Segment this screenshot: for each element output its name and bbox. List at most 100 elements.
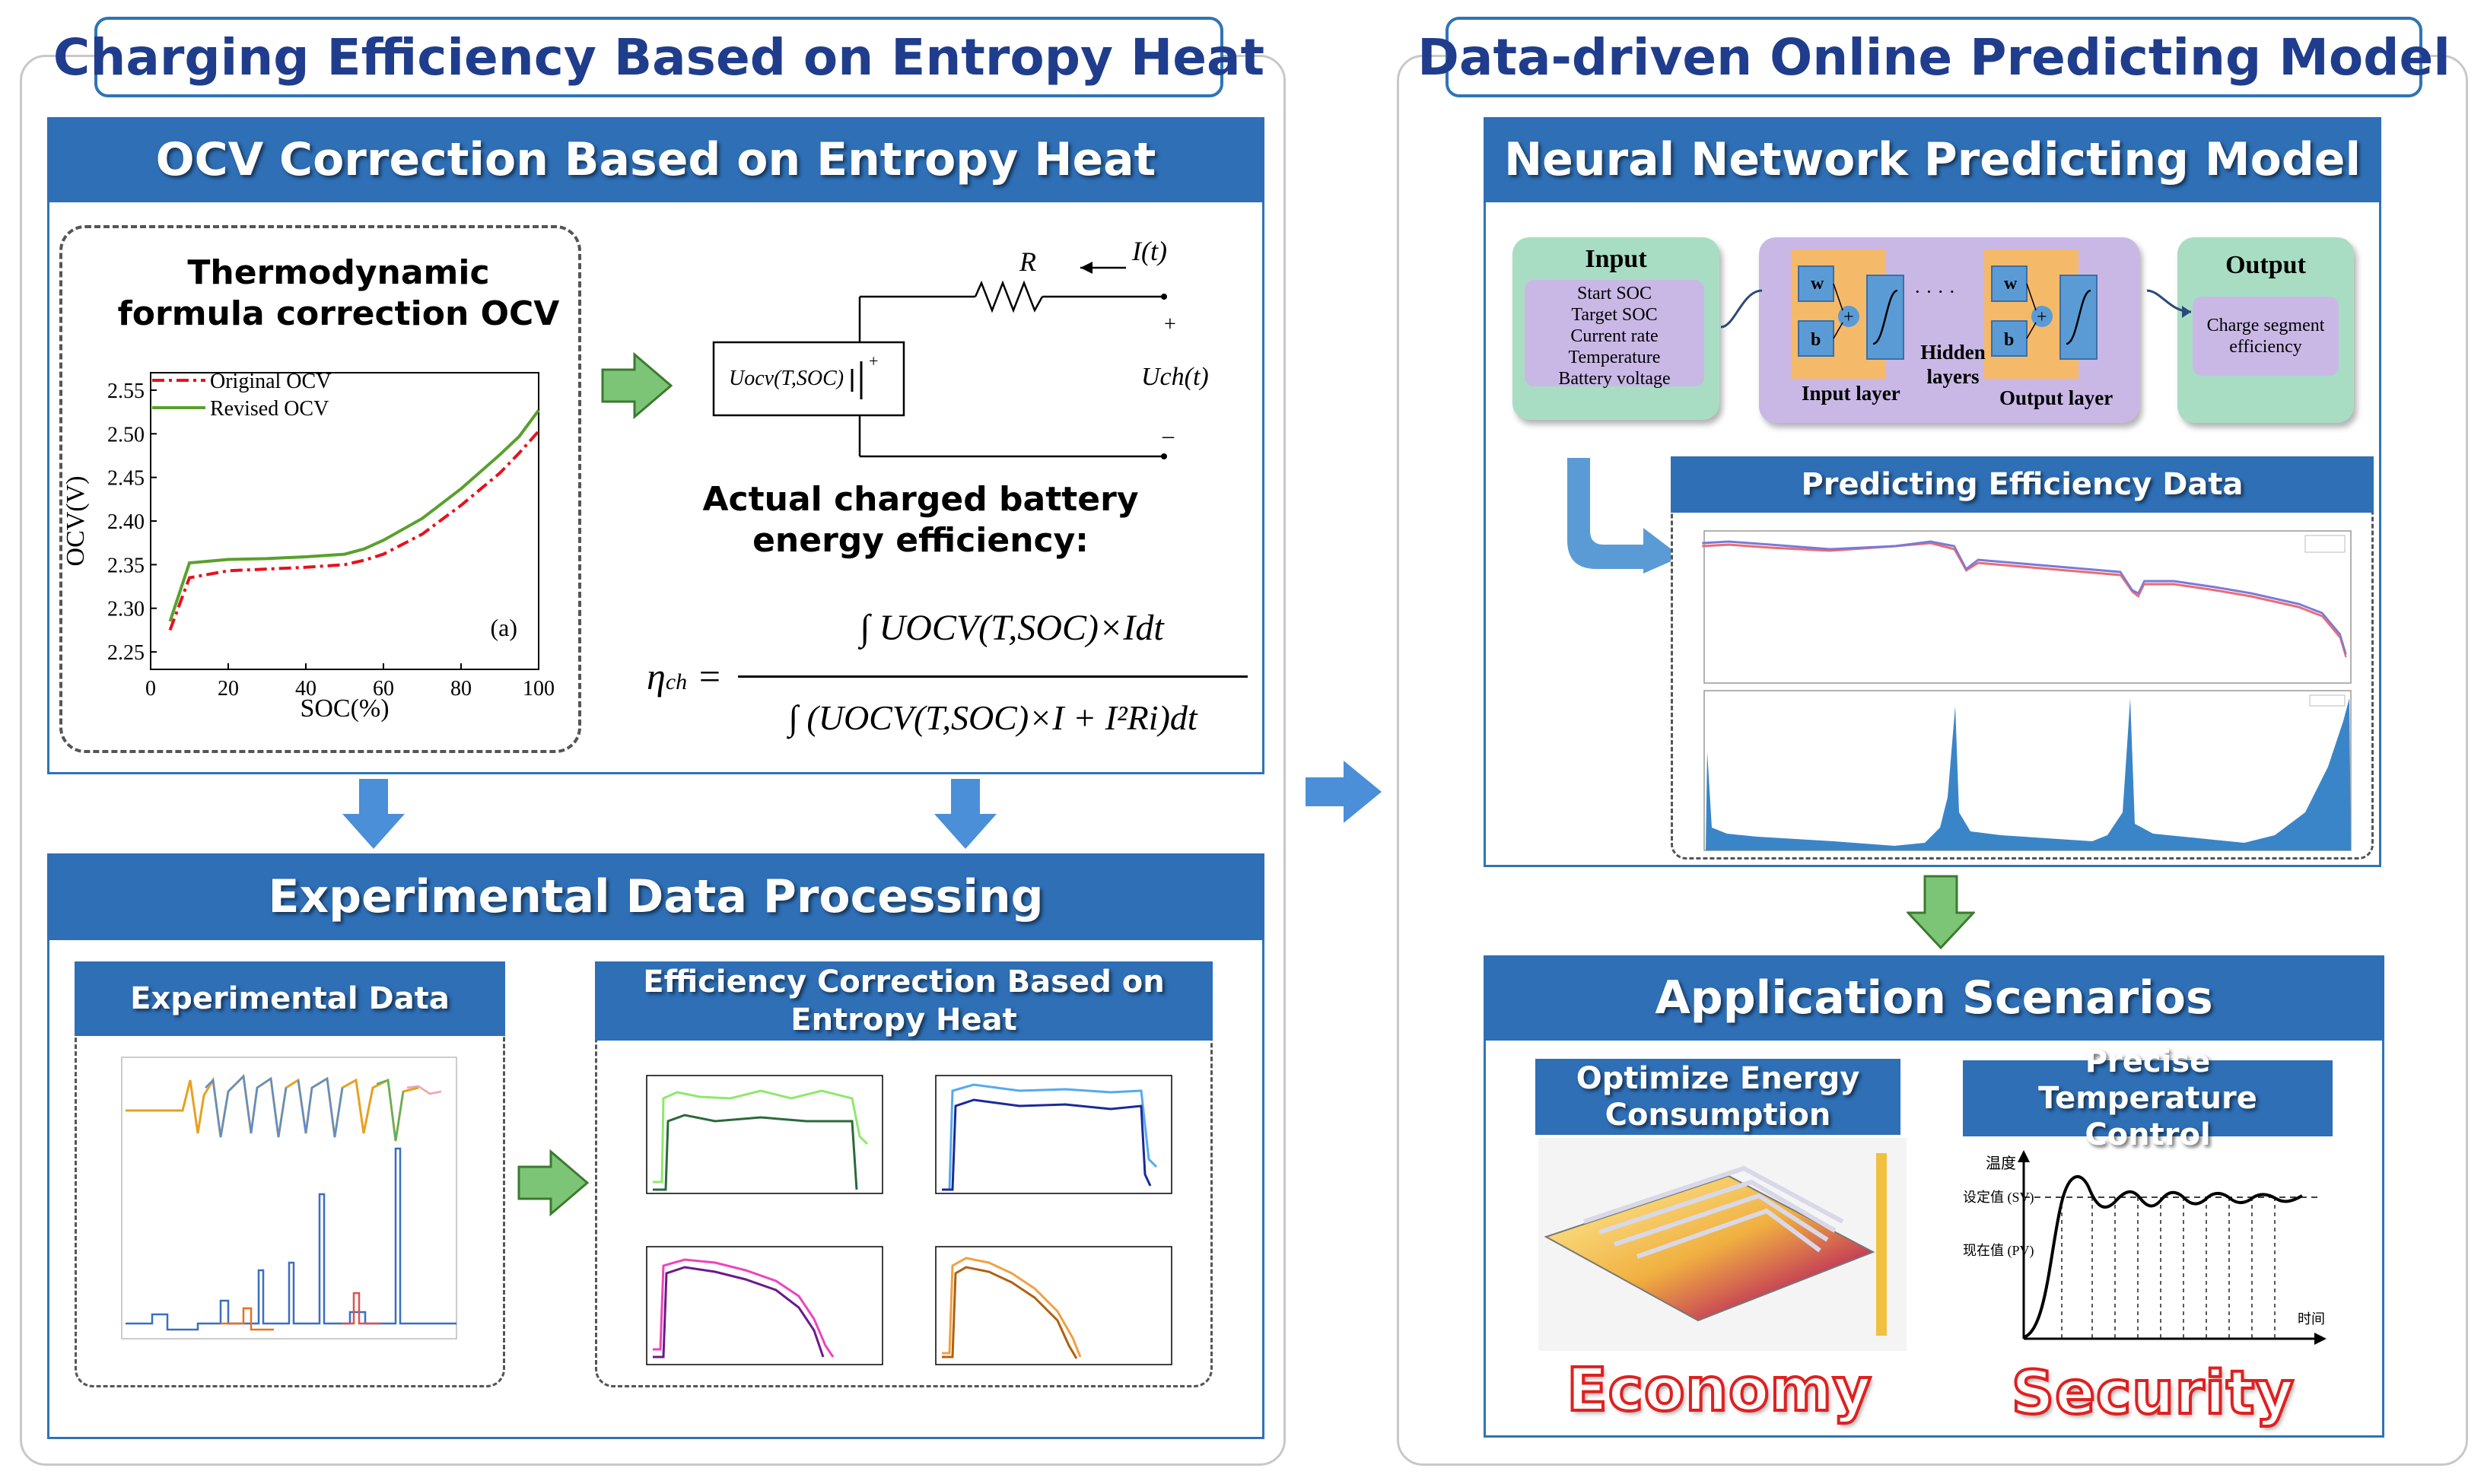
ocv-chart: 2.25 2.30 2.35 2.40 2.45 2.50 2.55 0 20 40 60 80 10… xyxy=(62,370,555,723)
input-item: Battery voltage xyxy=(1558,369,1671,389)
original-ocv-line xyxy=(168,430,540,631)
correction-subplot-d xyxy=(935,1246,1172,1365)
precise-temp-header: Precise Temperature Control xyxy=(1963,1044,2333,1152)
cold-plate-pipes xyxy=(1583,1165,1844,1259)
ocv-ytick-label: 2.50 xyxy=(107,423,145,446)
ocv-ytick-label: 2.45 xyxy=(107,467,145,491)
ocv-xlabel: SOC(%) xyxy=(300,694,389,723)
thermo-title: Thermodynamic formula correction OCV xyxy=(117,253,560,333)
ocv-ytick-label: 2.55 xyxy=(107,380,145,403)
circuit-diagram: Uocv(T,SOC) + R I(t) + Uch(t) – xyxy=(712,236,1209,459)
economy-label: Economy xyxy=(1565,1355,1872,1426)
terminal-plus: + xyxy=(1164,313,1176,336)
uch-label: Uch(t) xyxy=(1141,363,1209,391)
correction-subplot-b xyxy=(935,1075,1172,1194)
output-w: w xyxy=(2004,274,2018,294)
ocv-ytick-label: 2.40 xyxy=(107,510,145,534)
revised-ocv-line xyxy=(168,409,540,622)
ocv-section-header: OCV Correction Based on Entropy Heat xyxy=(47,117,1264,202)
nn-input-list: Start SOC Target SOC Current rate Temper… xyxy=(1525,280,1704,389)
security-label: Security xyxy=(2010,1358,2295,1429)
pid-time-label: 时间 xyxy=(2298,1311,2325,1327)
ocv-source-box xyxy=(712,341,905,417)
pred-data-chart xyxy=(1702,530,2352,851)
input-b: b xyxy=(1811,330,1821,350)
ocv-xtick-label: 100 xyxy=(523,677,555,701)
pred-data-header: Predicting Efficiency Data xyxy=(1671,456,2374,513)
input-item: Target SOC xyxy=(1571,305,1658,325)
legend-original-ocv: Original OCV xyxy=(210,370,331,393)
ocv-xtick-label: 40 xyxy=(295,677,316,701)
experimental-current-trace xyxy=(126,1147,456,1331)
thermo-box xyxy=(59,225,581,753)
input-item: Start SOC xyxy=(1576,284,1652,303)
nn-connectors xyxy=(1720,289,2192,329)
left-panel-title: Charging Efficiency Based on Entropy Hea… xyxy=(53,17,1264,97)
blue-arrow-down-2 xyxy=(934,779,997,849)
efficiency-correction-charts xyxy=(646,1075,1172,1365)
ocv-legend: Original OCV Revised OCV xyxy=(152,370,331,421)
pid-pv-label: 现在值 (PV) xyxy=(1963,1243,2034,1259)
blue-arrow-down-1 xyxy=(342,779,405,849)
equation-numerator: ∫ UOCV(T,SOC)×Idt xyxy=(860,607,1164,648)
correction-subplot-c xyxy=(646,1246,883,1365)
pred-data-box xyxy=(1671,456,2374,860)
input-item: Temperature xyxy=(1568,348,1661,367)
pred-error-bars xyxy=(1706,698,2351,850)
efficiency-equation: ηch = ∫ UOCV(T,SOC)×Idt ∫ (UOCV(T,SOC)×I… xyxy=(639,586,1248,768)
input-w: w xyxy=(1811,274,1824,294)
correction-subplot-a xyxy=(646,1075,883,1194)
ocv-xtick-label: 20 xyxy=(218,677,239,701)
hidden-layers-label: Hidden layers xyxy=(1920,341,1986,388)
terminal-minus: – xyxy=(1162,423,1175,448)
pid-control-chart: 温度 设定值 (SV) 现在值 (PV) 时间 xyxy=(1963,1150,2327,1345)
ocv-panel-label: (a) xyxy=(490,614,517,641)
experimental-data-header: Experimental Data xyxy=(75,961,505,1036)
nn-section-header: Neural Network Predicting Model xyxy=(1484,117,2381,202)
svg-text:+: + xyxy=(1843,307,1854,327)
pid-response-curve xyxy=(2023,1174,2303,1339)
input-item: Current rate xyxy=(1570,326,1659,346)
hidden-dots: · · · · xyxy=(1914,281,1955,303)
input-layer-label: Input layer xyxy=(1802,382,1900,405)
experimental-section-header: Experimental Data Processing xyxy=(47,853,1264,940)
ocv-plot-frame xyxy=(150,372,539,670)
pid-temp-label: 温度 xyxy=(1986,1155,2016,1172)
output-b: b xyxy=(2004,330,2014,350)
optimize-energy-header: Optimize Energy Consumption xyxy=(1535,1059,1900,1135)
ocv-source-label: Uocv(T,SOC) xyxy=(729,367,844,390)
ocv-xtick-label: 80 xyxy=(450,677,472,701)
resistor-label: R xyxy=(1019,246,1036,277)
cold-plate-image xyxy=(1538,1138,1907,1351)
ocv-ylabel: OCV(V) xyxy=(62,476,90,567)
green-arrow-right-2 xyxy=(517,1149,590,1217)
efficiency-correction-header: Efficiency Correction Based on Entropy H… xyxy=(595,961,1213,1041)
ocv-ytick-label: 2.25 xyxy=(107,641,145,665)
ocv-ytick-label: 2.35 xyxy=(107,554,145,577)
svg-text:+: + xyxy=(2037,307,2047,327)
green-arrow-right-1 xyxy=(601,351,673,420)
svg-text:+: + xyxy=(869,351,878,370)
pid-sv-label: 设定值 (SV) xyxy=(1963,1190,2034,1206)
blue-arrow-right-center xyxy=(1306,761,1382,823)
experimental-data-chart xyxy=(121,1057,457,1339)
current-label: I(t) xyxy=(1131,236,1167,266)
legend-revised-ocv: Revised OCV xyxy=(210,397,329,421)
equation-denominator: ∫ (UOCV(T,SOC)×I + I²Ri)dt xyxy=(788,698,1197,737)
equation-lhs: ηch = xyxy=(647,655,723,698)
nn-input-title: Input xyxy=(1585,245,1647,273)
nn-output-title: Output xyxy=(2225,251,2306,279)
actual-efficiency-text: Actual charged battery energy efficiency… xyxy=(702,480,1139,560)
pred-line-measured xyxy=(1702,542,2347,658)
resistor-icon xyxy=(974,280,1044,313)
app-section-header: Application Scenarios xyxy=(1484,955,2384,1041)
blue-curved-arrow xyxy=(1567,458,1681,574)
nn-layers-diagram: w b + · · · · w b + Input layer Output l… xyxy=(1791,249,2113,409)
fraction-bar xyxy=(738,675,1248,678)
ocv-ytick-label: 2.30 xyxy=(107,598,145,621)
ocv-xtick-label: 0 xyxy=(145,677,156,701)
nn-output-text: Charge segment efficiency xyxy=(2193,297,2339,376)
green-arrow-down xyxy=(1907,875,1975,950)
right-panel-title: Data-driven Online Predicting Model xyxy=(1417,17,2451,97)
ocv-xtick-label: 60 xyxy=(373,677,394,701)
